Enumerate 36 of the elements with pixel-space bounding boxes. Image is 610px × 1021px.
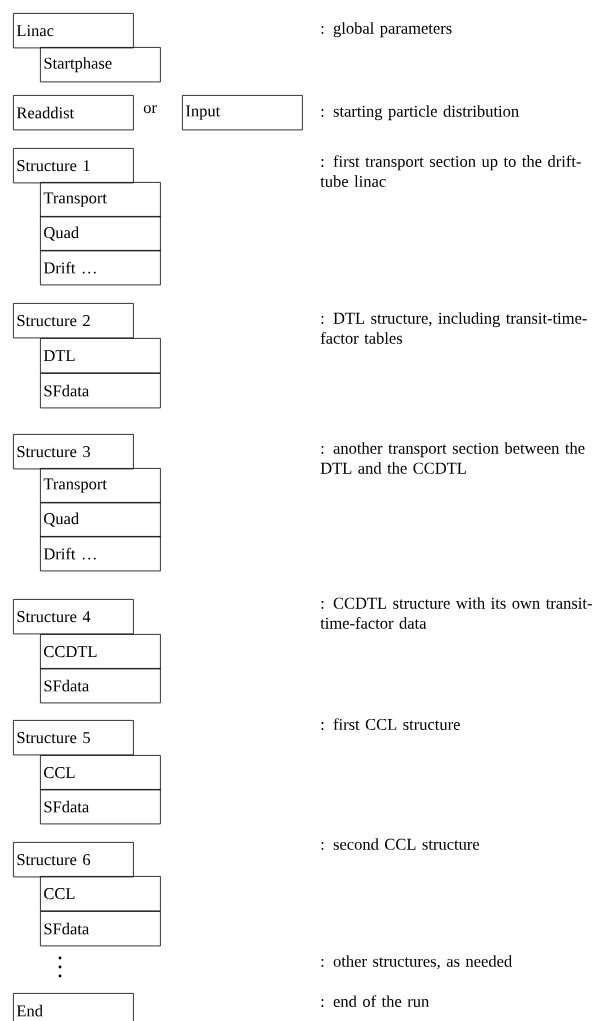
sub-block-box: CCDTL (40, 634, 161, 670)
sub-block-box: SFdata (40, 789, 161, 825)
block-box: Structure 6 (13, 842, 134, 878)
block-box: Structure 3 (13, 434, 134, 470)
block-box: Input (182, 95, 303, 131)
sub-block-box: Startphase (40, 47, 161, 83)
block-box: Structure 1 (13, 148, 134, 184)
block-box: Structure 4 (13, 599, 134, 635)
connector-word: or (143, 105, 157, 114)
description-text: : global parameters (321, 22, 452, 38)
sub-block-box: SFdata (40, 668, 161, 704)
sub-block-box: SFdata (40, 911, 161, 947)
block-box: Structure 2 (13, 303, 134, 339)
block-box: End (13, 993, 134, 1021)
description-text: : CCDTL structure with its own transit-time-factor data (320, 597, 592, 629)
sub-block-box: Transport (40, 468, 161, 504)
description-text: : end of the run (321, 995, 429, 1008)
sub-block-box: DTL (40, 338, 161, 374)
sub-block-box: CCL (40, 755, 161, 791)
sub-block-box: Drift … (40, 250, 161, 286)
description-text: : starting particle distribution (321, 105, 519, 121)
description-text: : first CCL structure (321, 718, 460, 731)
description-text: : DTL structure, including transit-time-factor tables (320, 312, 587, 344)
sub-block-box: SFdata (40, 373, 161, 409)
block-box: Linac (13, 13, 134, 49)
sub-block-box: Quad (40, 216, 161, 252)
description-text: : first transport section up to the drift-tube linac (320, 155, 581, 187)
block-box: Structure 5 (13, 720, 134, 756)
sub-block-box: Quad (40, 502, 161, 538)
sub-block-box: Drift … (40, 536, 161, 572)
description-text: : second CCL structure (321, 838, 480, 850)
sub-block-box: Transport (40, 182, 161, 218)
block-box: Readdist (13, 95, 134, 131)
description-text: : another transport section between the DTL and the CCDTL (320, 442, 585, 474)
sub-block-box: CCL (40, 876, 161, 912)
description-text: : other structures, as needed (321, 955, 512, 970)
